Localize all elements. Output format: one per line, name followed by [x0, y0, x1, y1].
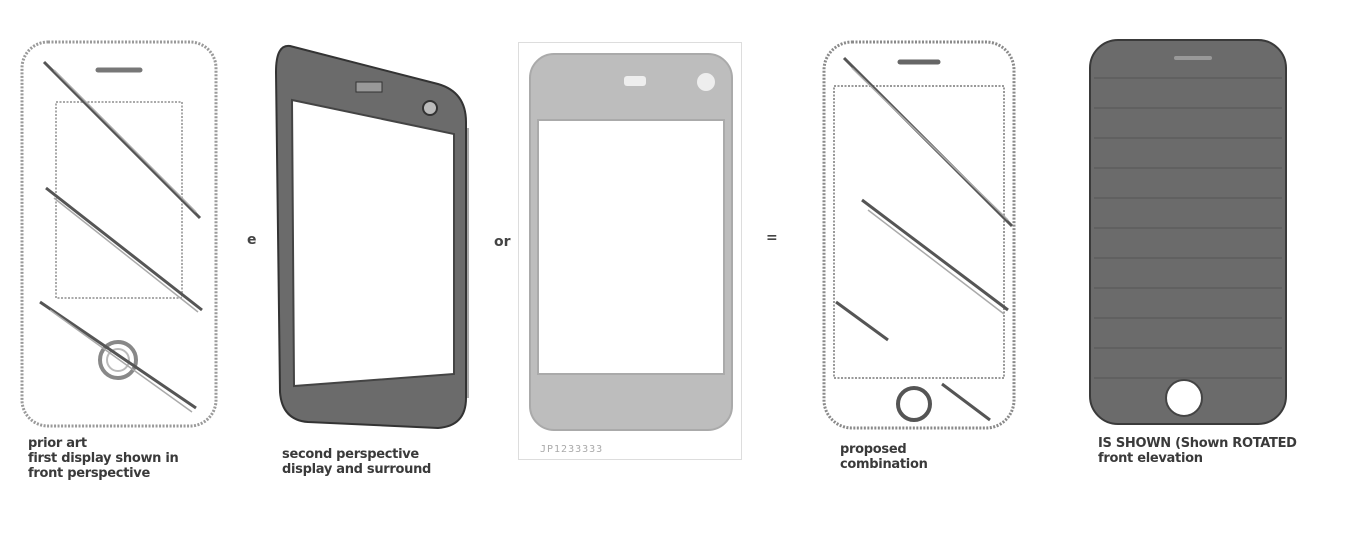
phone-4-proposed — [822, 40, 1016, 430]
reflection-line — [45, 186, 203, 312]
reflection-line — [39, 300, 197, 410]
phone-1-home-button-inner — [106, 348, 130, 372]
phone-5-home-button — [1165, 379, 1203, 417]
reflection-line — [861, 198, 1009, 312]
reflection-line — [941, 382, 991, 422]
reflection-line — [53, 197, 199, 313]
caption-1: prior art first display shown in front p… — [28, 436, 179, 481]
phone-5-body — [1089, 39, 1287, 425]
caption-2: second perspective display and surround — [282, 447, 432, 477]
phone-3-frame — [518, 42, 742, 460]
phone-3-label: JP1233333 — [540, 444, 604, 455]
phone-3-screen — [537, 119, 725, 375]
phone-1-screen — [55, 101, 183, 299]
reflection-line — [851, 67, 1009, 221]
phone-5-texture — [1094, 77, 1282, 379]
caption-4: proposed combination — [840, 442, 928, 472]
phone-1-home-button — [98, 340, 138, 380]
phone-3-front — [529, 53, 733, 431]
reflection-line — [835, 300, 889, 342]
phone-1-body — [20, 40, 218, 428]
operator-equals: = — [766, 230, 778, 246]
phone-3-speaker — [624, 76, 646, 86]
phone-2-perspective — [274, 44, 469, 430]
reflection-line — [53, 69, 197, 213]
reflection-line — [867, 209, 1005, 315]
phone-2-speaker — [355, 81, 383, 93]
phone-1-prior-art — [20, 40, 218, 428]
phone-3-camera — [697, 73, 715, 91]
phone-4-body — [822, 40, 1016, 430]
phone-2-screen — [290, 98, 455, 388]
phone-4-screen — [833, 85, 1005, 379]
operator-plus: e — [247, 232, 257, 248]
phone-4-home-button — [896, 386, 932, 422]
phone-5-rotated — [1089, 39, 1287, 425]
phone-2-camera — [422, 100, 438, 116]
operator-or: or — [494, 234, 511, 250]
reflection-line — [42, 60, 202, 220]
reflection-line — [49, 309, 193, 413]
caption-5: IS SHOWN (Shown ROTATED front elevation — [1098, 436, 1297, 466]
